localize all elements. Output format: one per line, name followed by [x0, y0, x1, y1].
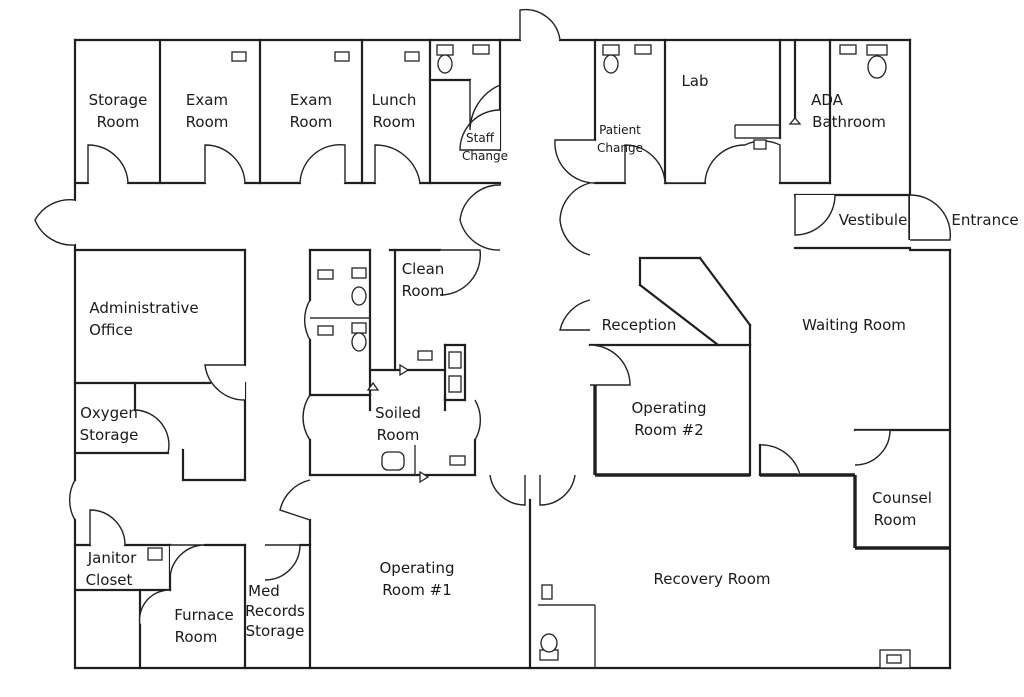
- toilet-tank-icon: [866, 44, 888, 56]
- toilet-icon: [351, 332, 367, 352]
- toilet-tank-icon: [351, 322, 367, 334]
- label-waiting-room: Waiting Room: [802, 316, 906, 334]
- sink-icon: [231, 51, 247, 62]
- label-recovery-room: Recovery Room: [653, 570, 770, 588]
- sink-icon: [753, 139, 767, 150]
- mop-sink-icon: [147, 547, 163, 561]
- doors: [34, 8, 952, 626]
- sink-icon: [317, 269, 334, 280]
- outer-walls: [73, 38, 952, 670]
- shelf-icon: [448, 351, 462, 369]
- toilet-tank-icon: [436, 44, 454, 56]
- triangle-marker-icon: [788, 116, 802, 125]
- label-lab: Lab: [681, 72, 708, 90]
- sink-icon: [634, 44, 652, 55]
- toilet-tank-icon: [351, 267, 367, 279]
- sink-icon: [417, 350, 433, 361]
- sink-basin-icon: [381, 451, 405, 471]
- top-left-rooms: [73, 38, 502, 185]
- label-reception: Reception: [602, 316, 677, 334]
- toilet-icon: [540, 633, 558, 653]
- label-entrance: Entrance: [951, 211, 1018, 229]
- sink-icon: [404, 51, 420, 62]
- shelf-icon: [448, 375, 462, 393]
- sink-icon: [449, 455, 466, 466]
- sink-icon: [839, 44, 857, 55]
- triangle-marker-icon: [419, 470, 430, 484]
- sink-icon: [472, 44, 490, 55]
- toilet-tank-icon: [602, 44, 620, 56]
- sink-icon: [317, 325, 334, 336]
- fixtures: [147, 44, 911, 669]
- label-vestibule: Vestibule: [839, 211, 908, 229]
- toilet-icon: [351, 286, 367, 306]
- toilet-icon: [437, 54, 453, 74]
- triangle-marker-icon: [366, 381, 380, 391]
- toilet-icon: [603, 54, 619, 74]
- sink-icon: [541, 584, 553, 600]
- toilet-icon: [867, 55, 887, 79]
- bottom-walls: [73, 498, 596, 670]
- triangle-marker-icon: [399, 363, 410, 377]
- sink-icon: [886, 654, 902, 664]
- sink-icon: [334, 51, 350, 62]
